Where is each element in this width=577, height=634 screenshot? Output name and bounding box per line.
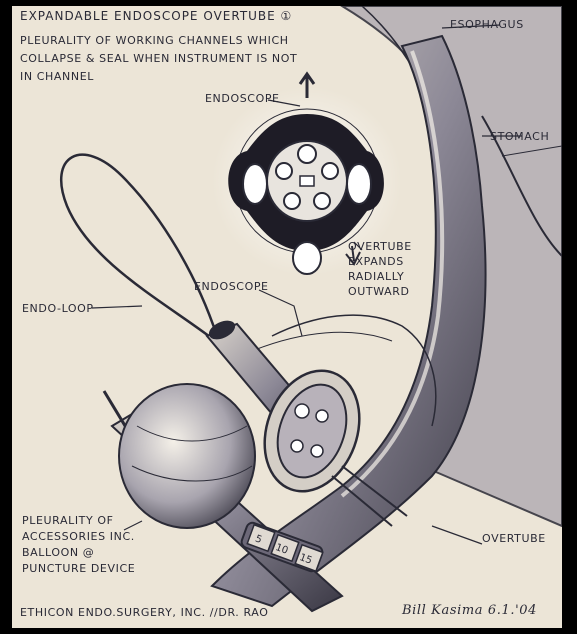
diagram-title: EXPANDABLE ENDOSCOPE OVERTUBE ① (20, 10, 292, 23)
endo-loop (61, 155, 222, 346)
label-overtube-expands-2: EXPANDS (348, 255, 404, 268)
balloon (119, 384, 255, 528)
label-stomach: STOMACH (490, 130, 549, 143)
description-line-2: COLLAPSE & SEAL WHEN INSTRUMENT IS NOT (20, 52, 297, 65)
label-accessories-1: PLEURALITY of (22, 514, 114, 527)
label-endo-loop: ENDO-LOOP (22, 302, 94, 315)
label-overtube-expands-3: RADIALLY (348, 270, 404, 283)
artist-signature: Bill Kasima 6.1.'04 (402, 604, 537, 617)
label-esophagus: ESOPHAGUS (450, 18, 524, 31)
label-endoscope-mid: ENDOSCOPE (194, 280, 269, 293)
label-overtube-bottom: OVERTUBE (482, 532, 546, 545)
footer-company: ETHICON ENDO.SURGERY, INC. //DR. RAO (20, 606, 268, 619)
label-accessories-4: PUNCTURE DEVICE (22, 562, 135, 575)
label-accessories-2: ACCESSORIES INC. (22, 530, 135, 543)
label-overtube-expands-1: OVERTUBE (348, 240, 412, 253)
label-overtube-expands-4: OUTWARD (348, 285, 410, 298)
sketch-sheet: 5 10 15 EXPANDABLE ENDOSCOPE OVERTUBE ① … (12, 6, 562, 628)
label-endoscope-top: ENDOSCOPE (205, 92, 280, 105)
label-accessories-3: BALLOON @ (22, 546, 94, 559)
description-line-1: PLEURALITY of WORKING CHANNELS WHICH (20, 34, 289, 47)
description-line-3: IN CHANNEL (20, 70, 94, 83)
